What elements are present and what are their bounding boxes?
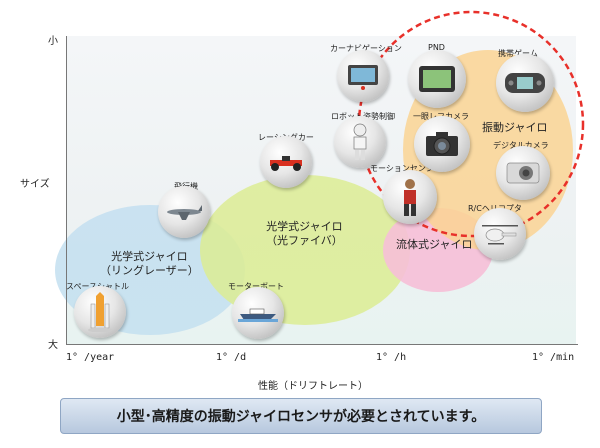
conclusion-banner: 小型･高精度の振動ジャイロセンサが必要とされています。 [60, 398, 542, 434]
x-tick-day: 1° /d [216, 352, 247, 363]
airplane-image [158, 186, 210, 238]
helicopter-icon [482, 225, 518, 245]
car-navi-label: カーナビゲーション [330, 44, 402, 53]
motorboat-icon [238, 308, 278, 322]
x-axis-line [66, 344, 578, 345]
vibration-label: 振動ジャイロ [482, 121, 548, 134]
ring-laser-label: 光学式ジャイロ （リングレーザー） [100, 250, 199, 277]
airplane-icon [167, 205, 202, 220]
y-axis-title: サイズ [20, 179, 50, 190]
racing-car-icon [270, 156, 302, 171]
robot-image [334, 116, 386, 168]
pnd-label: PND [428, 43, 445, 52]
slr-image [414, 116, 470, 172]
robot-icon [353, 123, 367, 160]
car-navi-icon [348, 65, 378, 90]
car-navi-image [337, 50, 389, 102]
space-shuttle-icon [88, 292, 112, 332]
racing-car-image [260, 136, 312, 188]
digicam-label: デジタルカメラ [493, 140, 549, 151]
fluid-label: 流体式ジャイロ [396, 238, 473, 251]
game-label: 携帯ゲーム [498, 49, 538, 58]
y-axis-line [66, 36, 67, 345]
motorboat-image [232, 287, 284, 339]
motion-sensing-image [383, 170, 437, 224]
person-icon [404, 179, 416, 216]
motion-sensing-label: モーションセンシング [370, 164, 450, 173]
x-tick-year: 1° /year [66, 352, 115, 363]
y-axis-top-label: 小 [48, 36, 58, 47]
x-tick-min: 1° /min [532, 352, 575, 363]
space-shuttle-image [74, 286, 126, 338]
game-image [496, 54, 554, 112]
handheld-game-icon [505, 73, 545, 93]
rc-heli-image [474, 208, 526, 260]
x-axis-title: 性能（ドリフトレート） [258, 381, 368, 392]
fiber-region [200, 175, 410, 325]
fiber-label: 光学式ジャイロ （光ファイバ） [266, 220, 343, 247]
x-tick-hour: 1° /h [376, 352, 407, 363]
pnd-icon [419, 66, 455, 92]
y-axis-bottom-label: 大 [48, 340, 58, 351]
pnd-image [408, 50, 466, 108]
camera-icon [426, 132, 458, 156]
digital-camera-icon [506, 162, 540, 184]
digicam-image [496, 146, 550, 200]
motorboat-label: モーターボート [228, 281, 284, 292]
